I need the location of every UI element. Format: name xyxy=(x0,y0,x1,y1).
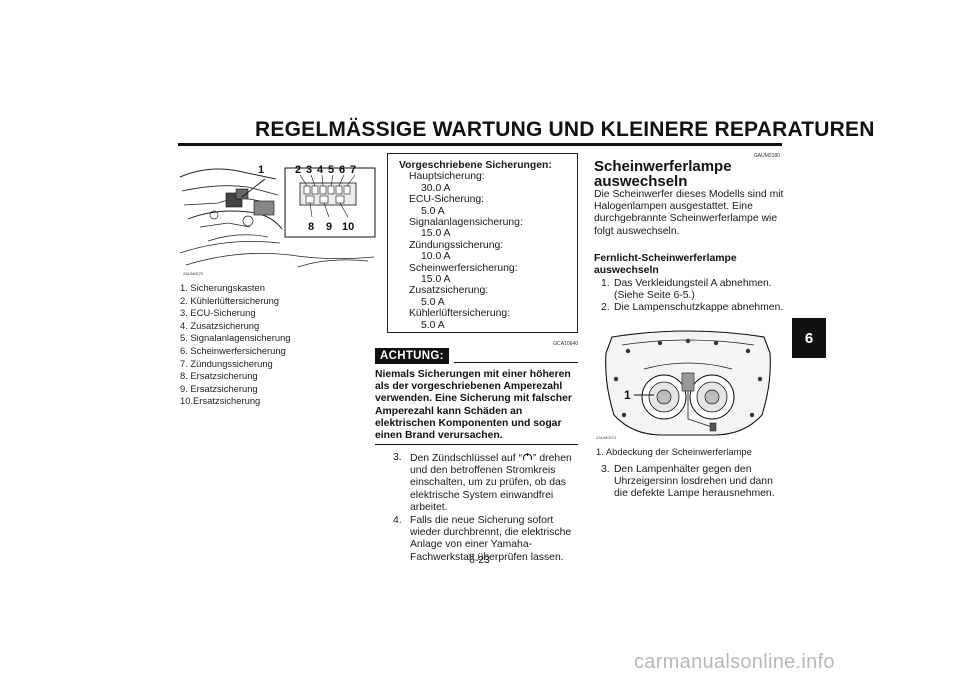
fuse-box-drawing: 1 2 3 4 5 6 7 8 9 10 ZAUM0070 xyxy=(179,164,376,276)
caption-item: 5. Signalanlagensicherung xyxy=(180,332,291,344)
caution-rule xyxy=(454,362,578,363)
chapter-tab: 6 xyxy=(792,318,826,358)
spec-value: 5.0 A xyxy=(421,296,445,308)
spec-title: Vorgeschriebene Sicherungen: xyxy=(399,160,552,171)
fuse-spec-box: Vorgeschriebene Sicherungen: Hauptsicher… xyxy=(387,153,578,333)
ignition-on-icon xyxy=(523,453,533,461)
spec-name: Hauptsicherung: xyxy=(409,171,485,183)
caution-bottom-rule xyxy=(375,444,578,445)
callout-1: 1 xyxy=(258,164,264,176)
caption-item: 3. ECU-Sicherung xyxy=(180,307,256,319)
subsection-title: Fernlicht-Scheinwerferlampe auswechseln xyxy=(594,253,737,277)
spec-value: 5.0 A xyxy=(421,319,445,331)
caption-item: 6. Scheinwerfersicherung xyxy=(180,344,286,356)
figure-code: ZAUM0070 xyxy=(183,271,204,276)
callout-2: 2 xyxy=(295,164,301,176)
spec-name: Zusatzsicherung: xyxy=(409,285,489,297)
step-text: Die Lampenschutzkappe abnehmen. xyxy=(614,302,784,314)
spec-name: Signalanlagensicherung: xyxy=(409,217,523,229)
headlight-drawing: 1 ZAUM0074 xyxy=(596,330,771,440)
step-number: 2. xyxy=(601,302,610,314)
spec-name: ECU-Sicherung: xyxy=(409,194,485,206)
callout-4: 4 xyxy=(317,164,324,176)
headlight-illustration: 1 ZAUM0074 xyxy=(594,323,782,445)
callout-7: 7 xyxy=(350,164,356,176)
spec-name: Zündungssicherung: xyxy=(409,239,504,251)
section-code: GAUM2180 xyxy=(753,153,780,159)
caution-badge: ACHTUNG: xyxy=(375,348,449,364)
spec-name: Scheinwerfersicherung: xyxy=(409,262,518,274)
callout-10: 10 xyxy=(342,221,354,233)
spec-name: Kühlerlüftersicherung: xyxy=(409,308,511,320)
caption-item: 10.Ersatzsicherung xyxy=(180,395,261,407)
step-text-before: Den Zündschlüssel auf “ xyxy=(410,453,523,464)
callout-8: 8 xyxy=(308,221,314,233)
caution-text: Niemals Sicherungen mit einer höheren al… xyxy=(375,369,572,442)
fuse-steps: 3. Den Zündschlüssel auf “” drehen und d… xyxy=(387,452,582,565)
headlight-steps: 1. Das Verkleidungsteil A abnehmen. (Sie… xyxy=(594,278,789,315)
headlight-figure-caption: 1. Abdeckung der Scheinwerferlampe xyxy=(596,446,752,457)
step-text-after: ” drehen und den betroffenen Stromkreis … xyxy=(410,453,572,513)
step-number: 1. xyxy=(601,278,610,289)
step-item: 2. Die Lampenschutzkappe abnehmen. xyxy=(594,302,789,314)
step-number: 3. xyxy=(393,452,402,463)
caption-item: 8. Ersatzsicherung xyxy=(180,370,258,382)
step-text: Den Lampenhalter gegen den Uhrzeigersinn… xyxy=(614,464,775,500)
page-header-title: REGELMÄSSIGE WARTUNG UND KLEINERE REPARA… xyxy=(255,118,875,141)
section-title: Scheinwerferlampe auswechseln xyxy=(594,158,732,190)
step-item: 3. Den Zündschlüssel auf “” drehen und d… xyxy=(387,452,582,514)
step-text: Das Verkleidungsteil A abnehmen. (Siehe … xyxy=(614,278,772,302)
fuse-caption-list: 1. Sicherungskasten 2. Kühlerlüftersiche… xyxy=(180,282,380,408)
caption-item: 1. Sicherungskasten xyxy=(180,282,265,293)
caption-item: 7. Zündungssicherung xyxy=(180,357,273,369)
callout-9: 9 xyxy=(326,221,332,233)
headlight-steps-continued: 3. Den Lampenhalter gegen den Uhrzeigers… xyxy=(594,464,789,501)
spec-value: 10.0 A xyxy=(421,251,451,263)
callout-5: 5 xyxy=(328,164,334,176)
watermark: carmanualsonline.info xyxy=(634,651,835,673)
spec-value: 5.0 A xyxy=(421,205,445,217)
step-item: 4. Falls die neue Sicherung sofort wiede… xyxy=(387,515,582,564)
caption-item: 2. Kühlerlüftersicherung xyxy=(180,294,280,306)
headlight-figure-code: ZAUM0074 xyxy=(596,435,617,440)
step-item: 1. Das Verkleidungsteil A abnehmen. (Sie… xyxy=(594,278,789,302)
step-item: 3. Den Lampenhalter gegen den Uhrzeigers… xyxy=(594,464,789,501)
caption-item: 9. Ersatzsicherung xyxy=(180,382,258,394)
page-number: 6-23 xyxy=(469,555,490,566)
step-text: Falls die neue Sicherung sofort wieder d… xyxy=(410,515,572,563)
spec-value: 15.0 A xyxy=(421,228,451,240)
callout-3: 3 xyxy=(306,164,312,176)
spec-value: 15.0 A xyxy=(421,274,451,286)
caution-code: GCA10640 xyxy=(553,341,578,347)
caption-item: 4. Zusatzsicherung xyxy=(180,319,260,331)
header-rule xyxy=(178,143,782,146)
fuse-box-illustration: 1 2 3 4 5 6 7 8 9 10 ZAUM0070 xyxy=(178,157,376,279)
headlight-callout-1: 1 xyxy=(624,388,631,402)
step-number: 3. xyxy=(601,464,610,475)
section-intro: Die Scheinwerfer dieses Modells sind mit… xyxy=(594,189,784,237)
callout-6: 6 xyxy=(339,164,345,176)
spec-value: 30.0 A xyxy=(421,182,451,194)
step-number: 4. xyxy=(393,515,402,527)
